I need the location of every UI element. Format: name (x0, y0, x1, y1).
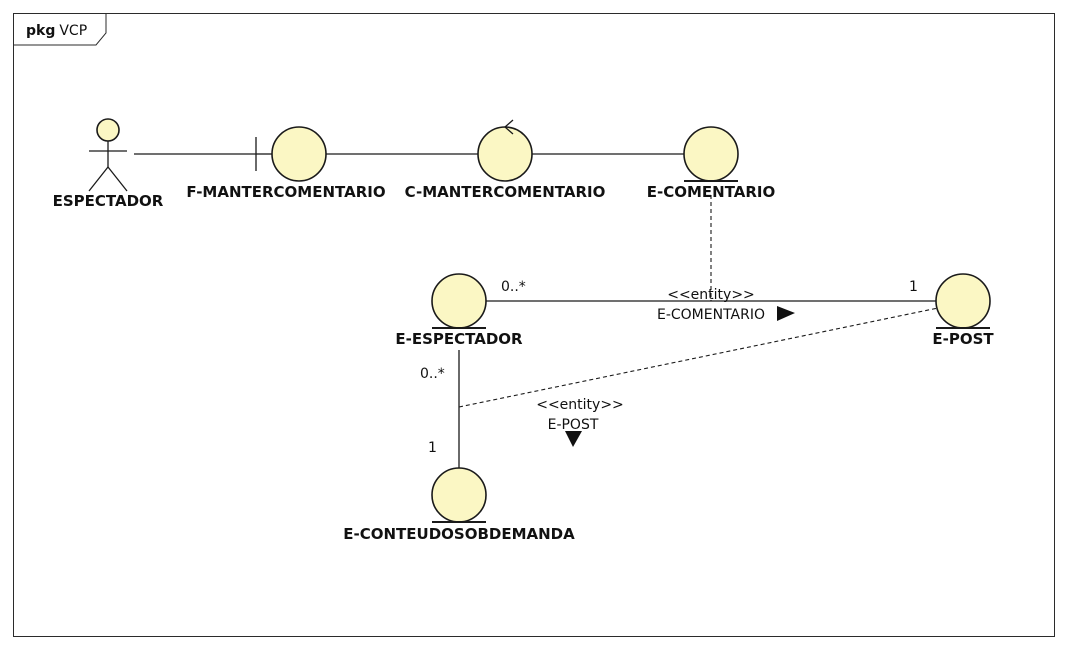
package-keyword: pkg (26, 23, 55, 39)
assoc-comentario-stereotype: <<entity>> (667, 287, 755, 303)
multiplicity-espectador-conteudo-top: 0..* (420, 366, 445, 382)
boundary-circle (271, 126, 327, 182)
actor-leg-left (88, 166, 109, 192)
control-label: C-MANTERCOMENTARIO (405, 183, 606, 201)
entity-conteudosobdemanda[interactable] (431, 467, 487, 523)
actor-leg-right (107, 166, 128, 192)
assoc-direction-down-icon (565, 431, 582, 447)
actor-head (96, 118, 120, 142)
entity-circle (431, 273, 487, 329)
multiplicity-espectador-post-source: 0..* (501, 279, 526, 295)
actor-label: ESPECTADOR (53, 192, 164, 210)
control-arrowhead (504, 119, 514, 135)
assoc-direction-right-icon (777, 306, 795, 321)
entity-espectador-label: E-ESPECTADOR (395, 330, 523, 348)
package-name: VCP (59, 23, 87, 39)
package-tab (13, 13, 107, 46)
multiplicity-espectador-conteudo-bottom: 1 (428, 440, 437, 456)
boundary-label: F-MANTERCOMENTARIO (186, 183, 385, 201)
control-mantercomentario[interactable] (477, 119, 533, 182)
control-circle (477, 126, 533, 182)
package-frame (13, 13, 1055, 637)
entity-comentario-label: E-COMENTARIO (647, 183, 776, 201)
entity-circle (431, 467, 487, 523)
assoc-post-stereotype: <<entity>> (536, 397, 624, 413)
actor-espectador[interactable] (88, 118, 128, 192)
multiplicity-espectador-post-target: 1 (909, 279, 918, 295)
assoc-comentario-name: E-COMENTARIO (657, 307, 765, 323)
entity-conteudo-label: E-CONTEUDOSOBDEMANDA (343, 525, 575, 543)
entity-comentario[interactable] (683, 126, 739, 182)
entity-post-label: E-POST (932, 330, 994, 348)
boundary-mantercomentario[interactable] (255, 126, 327, 182)
assoc-post-name: E-POST (548, 417, 599, 433)
entity-circle (683, 126, 739, 182)
entity-espectador[interactable] (431, 273, 487, 329)
entity-circle (935, 273, 991, 329)
entity-post[interactable] (935, 273, 991, 329)
assoc-class-link-post[interactable] (458, 307, 939, 408)
